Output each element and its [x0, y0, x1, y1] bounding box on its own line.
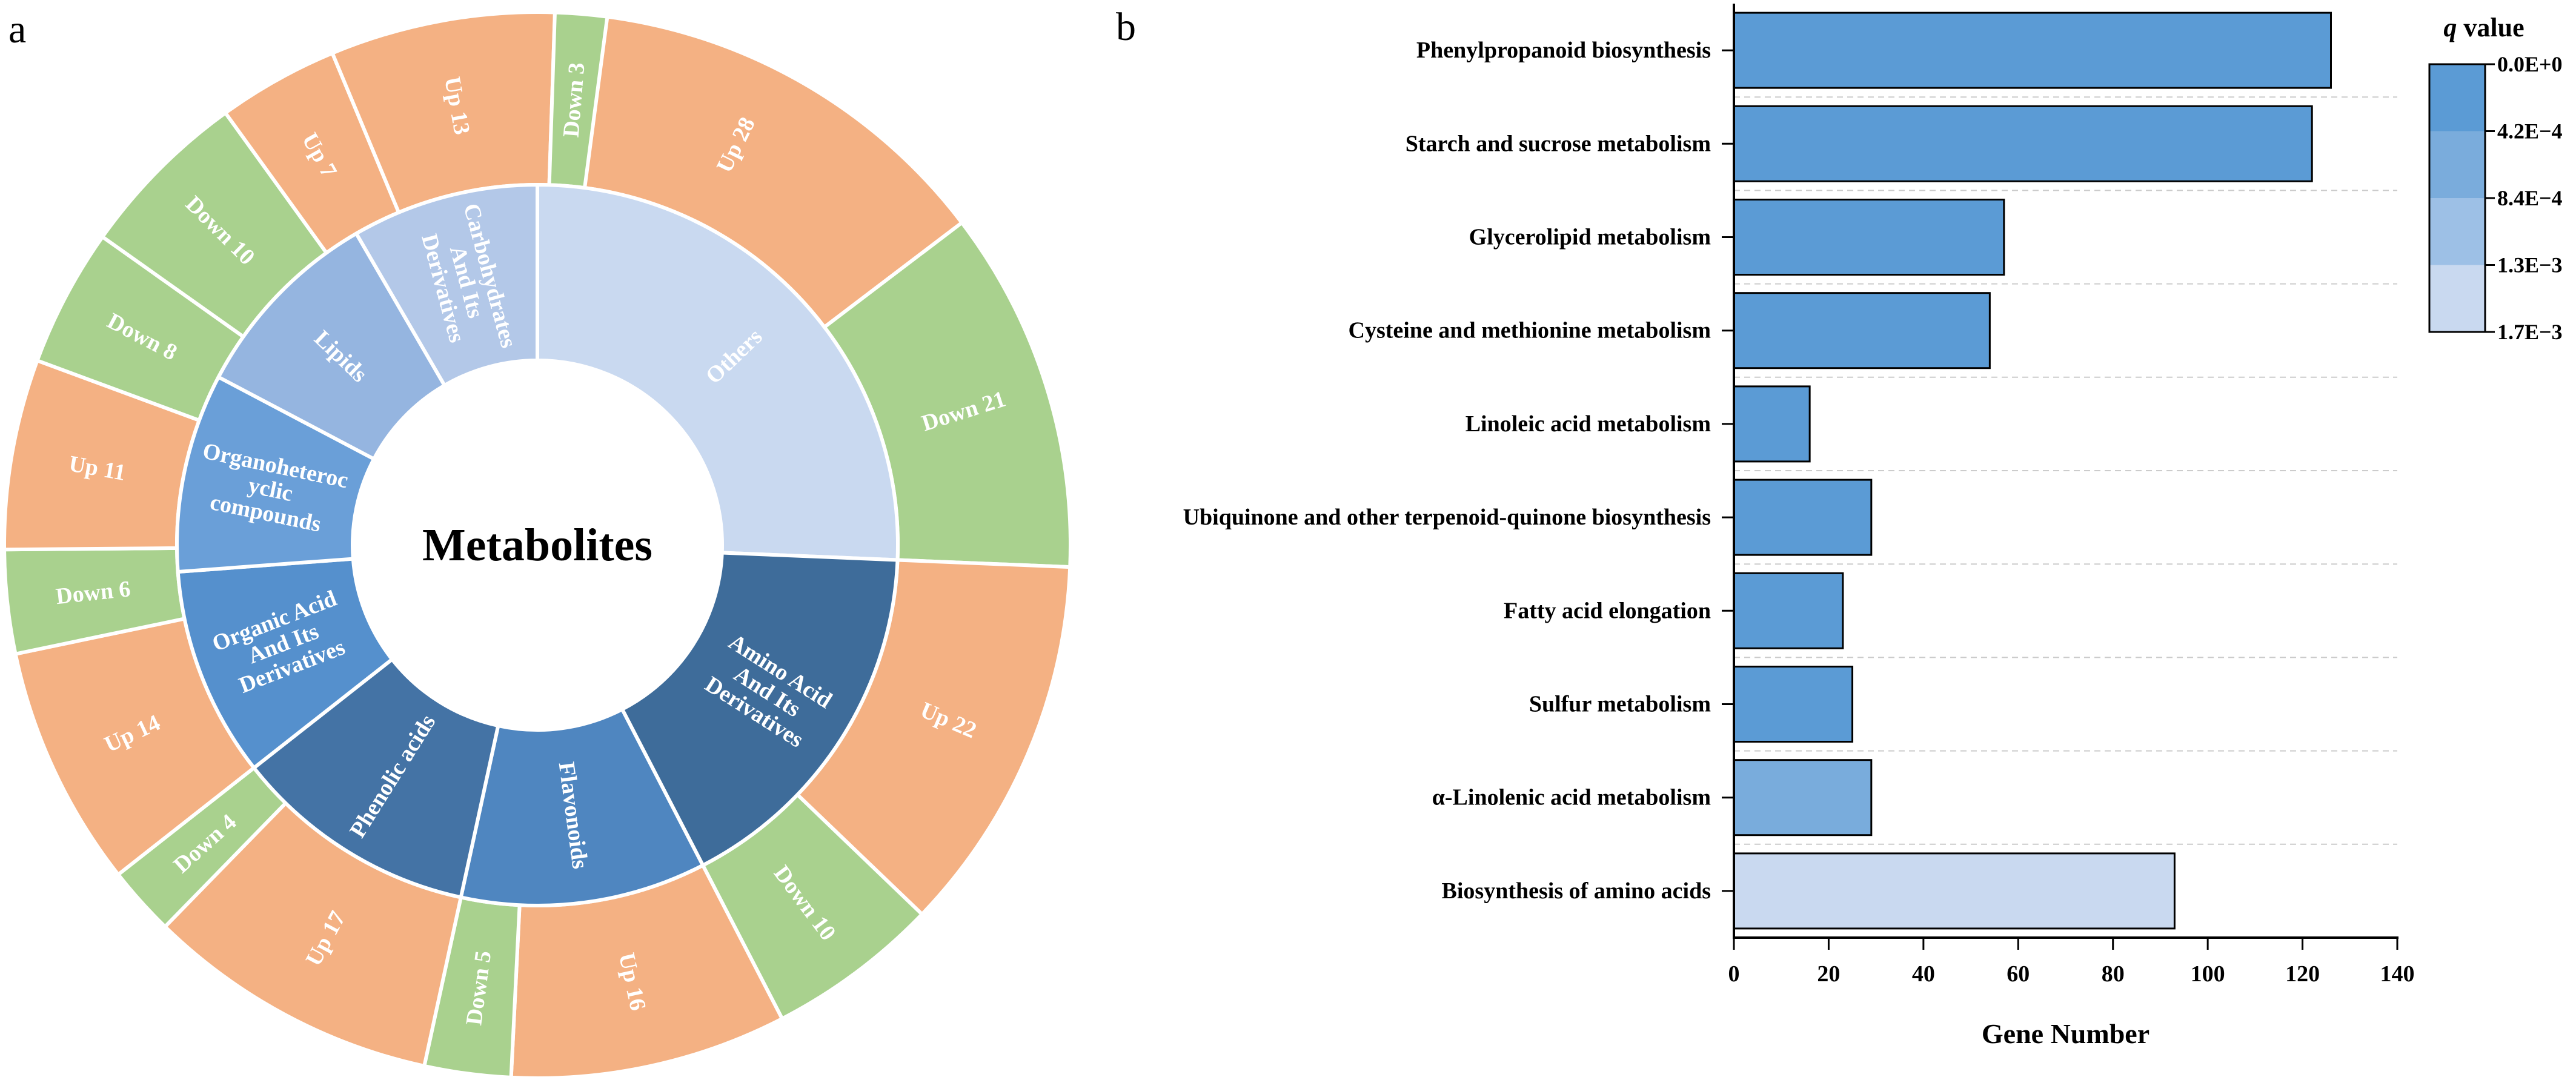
inner-segment-phenolic-acids	[251, 657, 500, 900]
colorbar-title-q: q	[2443, 13, 2457, 42]
bar-chart-x-ticks: 0 20 40 60 80 100 120 140	[1728, 938, 2415, 987]
bar-phenylpropanoid-biosynthesis	[1733, 12, 2332, 89]
category-label: Sulfur metabolism	[1529, 692, 1711, 717]
bar-linolenic-acid-metabolism	[1733, 759, 1873, 837]
x-tick-label: 40	[1912, 961, 1935, 987]
sunburst-center	[354, 362, 720, 728]
inner-segment-flavonoids	[459, 706, 706, 907]
inner-segment-organoheterocyclic-compounds	[175, 374, 377, 574]
category-label: Phenylpropanoid biosynthesis	[1416, 38, 1711, 63]
colorbar-tick-label: 4.2E−4	[2497, 119, 2563, 144]
colorbar-tick-label: 0.0E+0	[2497, 52, 2563, 76]
bar-linoleic-acid-metabolism	[1733, 385, 1811, 463]
label-line: Down 3	[559, 62, 590, 139]
category-label: α-Linolenic acid metabolism	[1432, 785, 1711, 810]
bar-starch-and-sucrose-metabolism	[1733, 105, 2313, 182]
inner-segment-organic-acid-and-its-derivatives	[176, 557, 395, 770]
bar-fatty-acid-elongation	[1733, 572, 1844, 649]
bar-cysteine-and-methionine-metabolism	[1733, 292, 1991, 369]
category-label: Biosynthesis of amino acids	[1442, 878, 1711, 904]
x-tick-label: 60	[2007, 961, 2030, 987]
category-label: Starch and sucrose metabolism	[1406, 131, 1711, 156]
inner-segment-others	[536, 182, 900, 562]
outer-segment-label: Down 3	[559, 62, 590, 139]
panel-letter-b: b	[1116, 5, 1136, 49]
colorbar-tick-label: 1.7E−3	[2497, 320, 2563, 344]
bar-ubiquinone-and-other-terpenoid-quinone-biosynthesis	[1733, 479, 1873, 556]
colorbar-title-rest: value	[2457, 13, 2524, 42]
x-tick-label: 20	[1817, 961, 1840, 987]
panel-letter-a: a	[8, 7, 26, 51]
x-axis-title: Gene Number	[1982, 1018, 2149, 1049]
sunburst-center-title: Metabolites	[422, 520, 652, 571]
category-label: Cysteine and methionine metabolism	[1349, 318, 1711, 343]
inner-segment-amino-acid-and-its-derivatives	[619, 551, 900, 868]
x-tick-label: 0	[1728, 961, 1740, 987]
x-tick-label: 140	[2380, 961, 2415, 987]
bar-biosynthesis-of-amino-acids	[1733, 852, 2176, 930]
colorbar-swatch	[2429, 198, 2485, 265]
colorbar-title: q value	[2443, 13, 2524, 42]
colorbar-tick-label: 1.3E−3	[2497, 253, 2563, 277]
category-label: Ubiquinone and other terpenoid-quinone b…	[1183, 505, 1711, 530]
bar-chart-gridlines	[1734, 96, 2397, 845]
inner-segment-carbohydrates-and-its-derivatives	[353, 182, 539, 388]
category-label: Fatty acid elongation	[1504, 598, 1711, 623]
colorbar-tick-label: 8.4E−4	[2497, 186, 2563, 210]
bar-sulfur-metabolism	[1733, 666, 1854, 743]
category-label: Linoleic acid metabolism	[1466, 411, 1711, 437]
colorbar-swatch	[2429, 265, 2485, 332]
bar-chart-axes	[1722, 4, 2398, 939]
x-tick-label: 80	[2102, 961, 2125, 987]
colorbar-swatch	[2429, 64, 2485, 131]
category-label: Glycerolipid metabolism	[1469, 225, 1711, 250]
x-tick-label: 100	[2191, 961, 2225, 987]
colorbar-swatch	[2429, 131, 2485, 198]
bar-glycerolipid-metabolism	[1733, 199, 2005, 276]
q-value-colorbar: q value 0.0E+0 4.2E−4 8.4E−4 1.3E−3 1.7E−3	[2428, 13, 2563, 344]
x-tick-label: 120	[2285, 961, 2320, 987]
